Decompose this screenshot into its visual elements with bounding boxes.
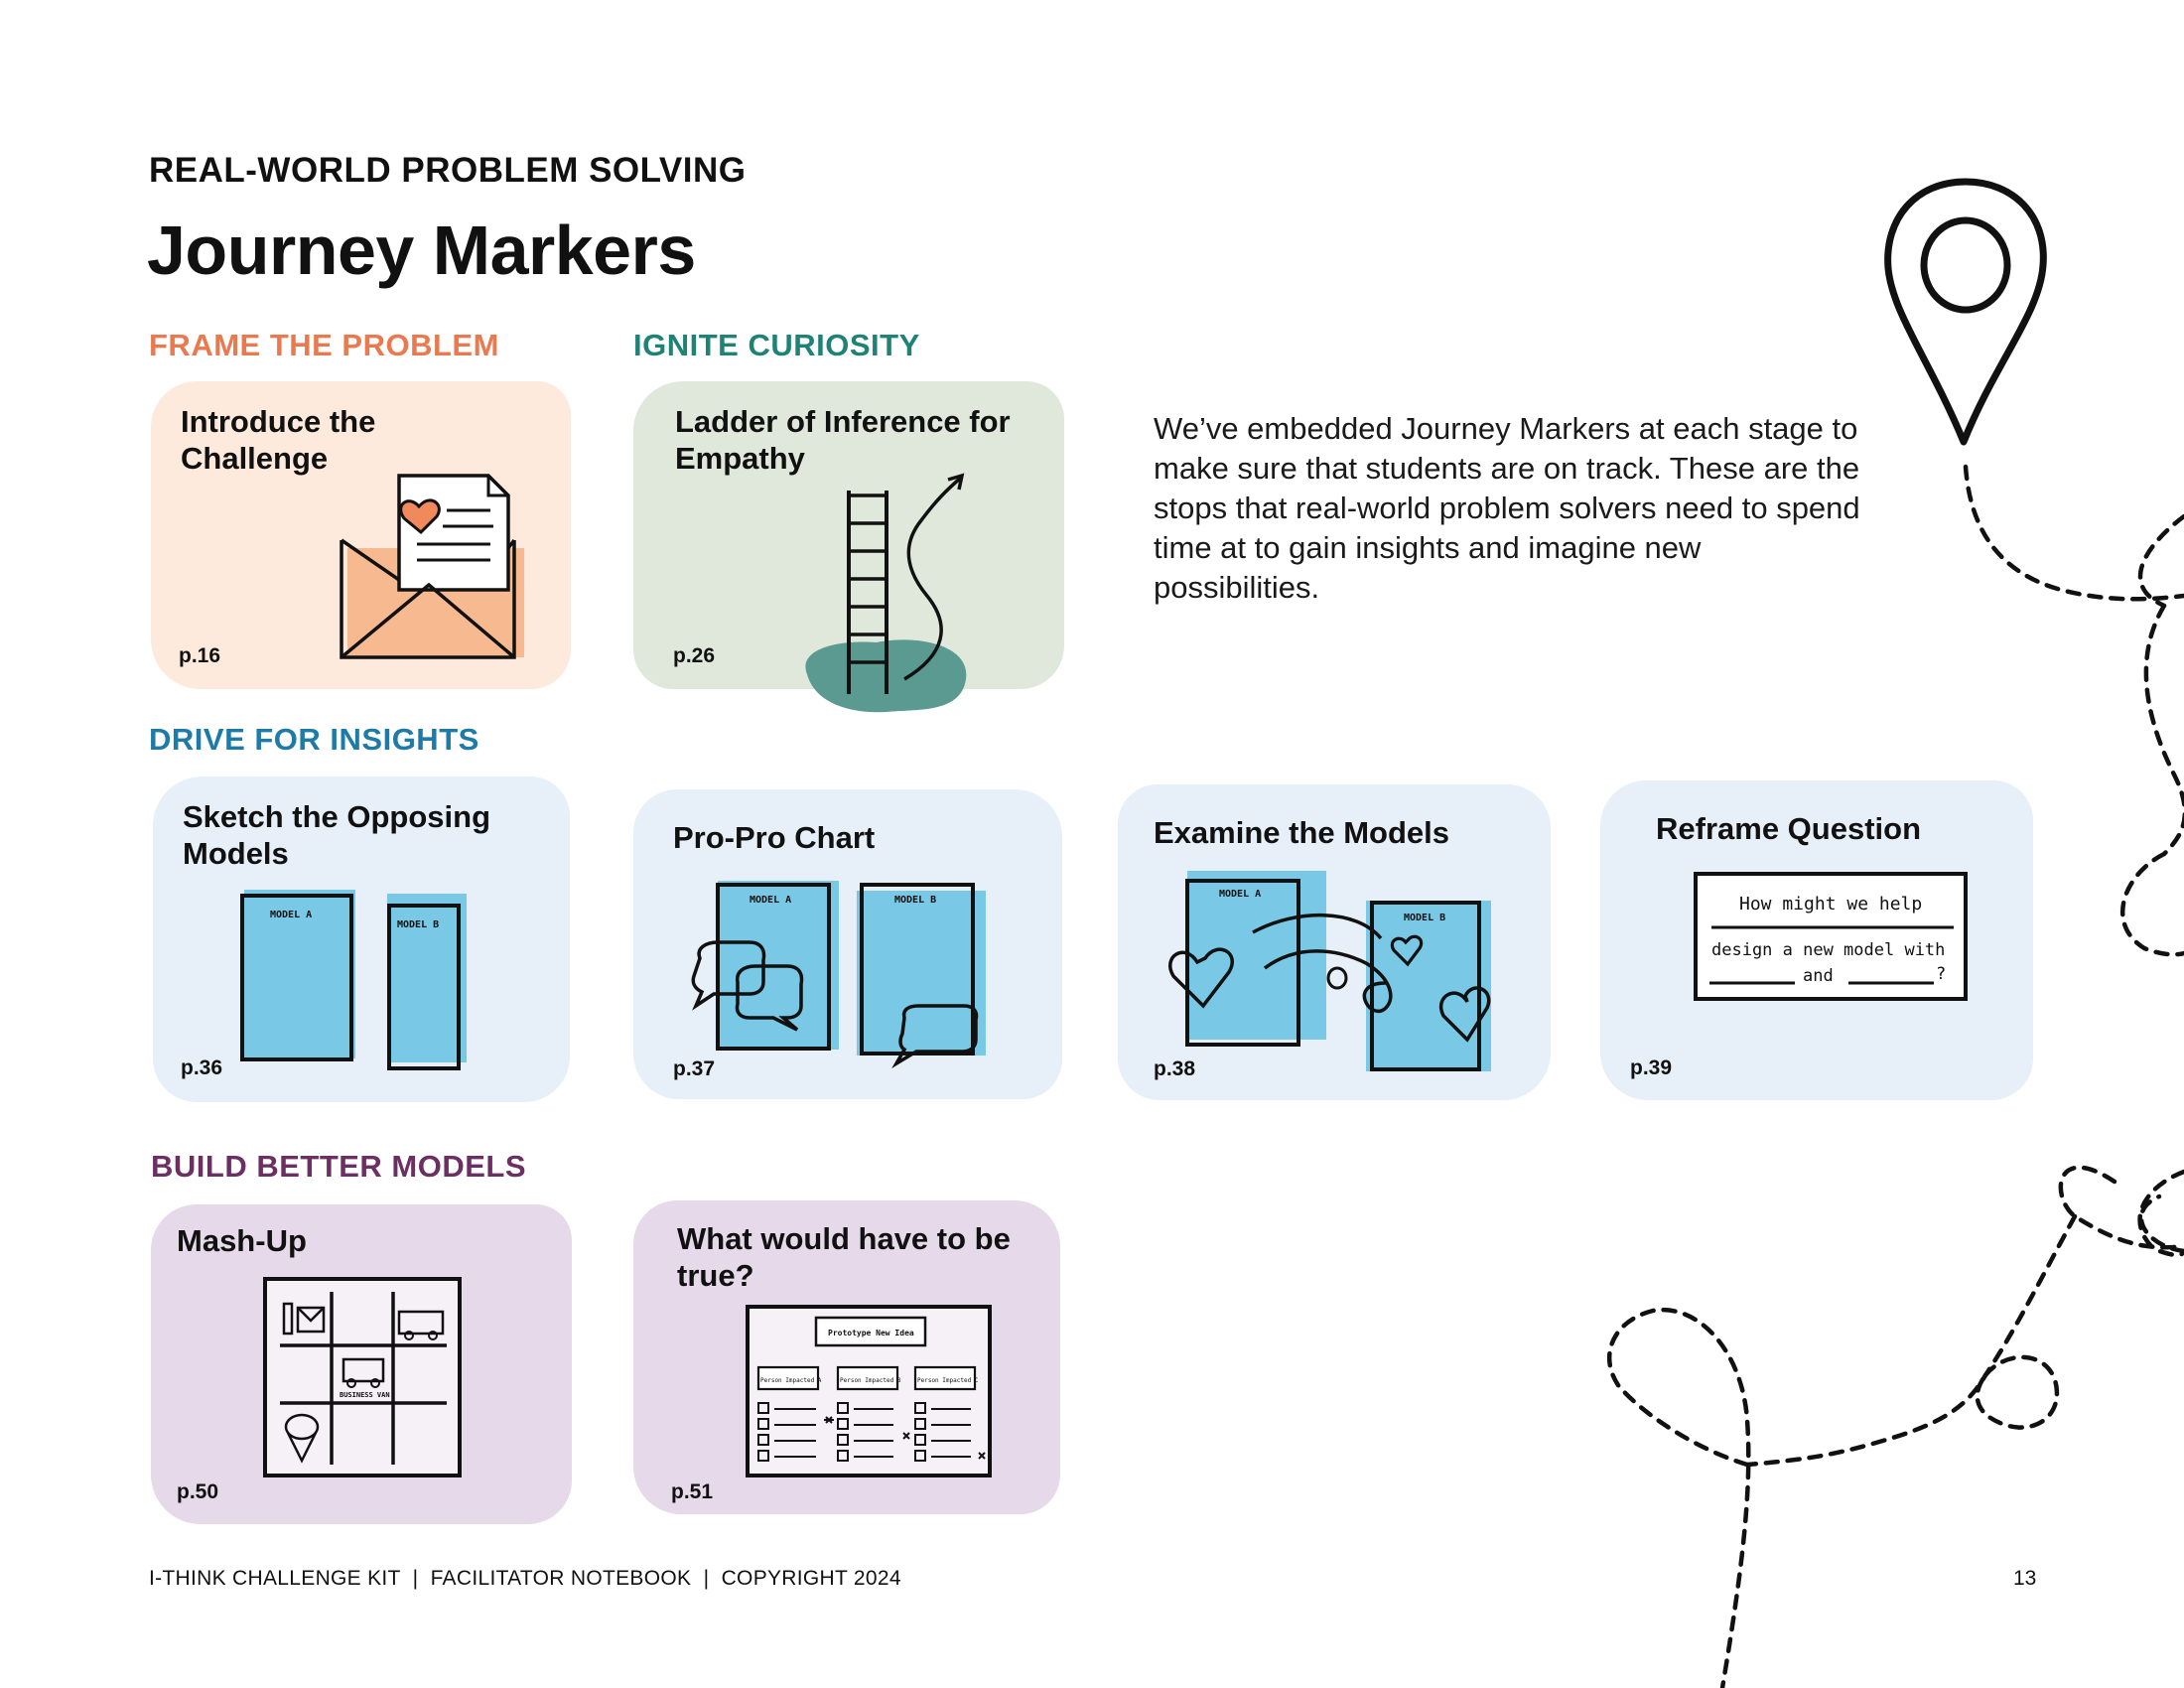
card-title: Introduce the Challenge [181,404,376,476]
card-reframe-question[interactable]: Reframe Question p.39 How might we help … [1600,780,2033,1100]
ladder-icon [805,473,967,713]
card-title: Mash-Up [177,1223,307,1258]
card-title: Pro-Pro Chart [673,820,876,855]
section-label-frame: FRAME THE PROBLEM [149,328,499,362]
card-what-would-have-to-be-true[interactable]: What would have to be true? p.51 Prototy… [633,1200,1060,1514]
card-pro-pro-chart[interactable]: Pro-Pro Chart p.37 MODEL A MODEL B [633,789,1062,1099]
dotted-path-decoration [1606,464,2184,1688]
card-examine-models[interactable]: Examine the Models p.38 MODEL A MODEL B [1118,784,1551,1100]
page-eyebrow: REAL-WORLD PROBLEM SOLVING [149,151,747,190]
model-b-label: MODEL B [1404,913,1445,923]
section-label-build: BUILD BETTER MODELS [151,1149,527,1184]
reframe-line-1: How might we help [1739,894,1922,914]
card-introduce-challenge[interactable]: Introduce the Challenge p.16 [151,381,571,689]
card-mash-up[interactable]: Mash-Up p.50 BUSINESS VAN [151,1204,572,1524]
models-hearts-icon: MODEL A MODEL B [1168,871,1491,1071]
page-reference: p.16 [179,644,221,667]
page-reference: p.39 [1630,1056,1673,1079]
two-models-icon: MODEL A MODEL B [240,890,467,1070]
question-frame-icon: How might we help design a new model wit… [1694,872,1968,1001]
business-van-label: BUSINESS VAN [340,1391,390,1399]
models-speech-bubbles-icon: MODEL A MODEL B [691,881,986,1068]
card-title: Examine the Models [1154,815,1450,850]
page-reference: p.36 [181,1056,223,1079]
person-b-label: Person Impacted B [840,1377,901,1384]
reframe-line-2: design a new model with [1711,940,1945,960]
mashup-grid-icon: BUSINESS VAN [263,1277,462,1477]
page-reference: p.26 [673,644,716,667]
reframe-question-mark: ? [1936,964,1946,984]
card-title: Ladder of Inference for Empathy [675,404,1011,476]
model-a-label: MODEL A [270,910,312,920]
card-title: Reframe Question [1656,811,1922,846]
page-reference: p.51 [671,1480,714,1503]
footer-text: I-THINK CHALLENGE KIT | FACILITATOR NOTE… [149,1567,901,1590]
model-b-label: MODEL B [397,919,439,930]
person-c-label: Person Impacted C [917,1377,979,1384]
reframe-and: and [1803,966,1834,986]
prototype-label: Prototype New Idea [828,1329,914,1337]
page-number: 13 [2013,1567,2037,1590]
section-label-ignite: IGNITE CURIOSITY [633,328,920,362]
location-pin-icon [1884,178,2047,446]
card-title: What would have to be true? [677,1221,1011,1293]
card-ladder-of-inference[interactable]: Ladder of Inference for Empathy p.26 [633,381,1064,713]
page-reference: p.38 [1154,1057,1196,1080]
page-reference: p.37 [673,1057,716,1080]
model-a-label: MODEL A [750,895,791,906]
envelope-heart-icon [340,474,524,659]
person-a-label: Person Impacted A [760,1377,822,1384]
page-title: Journey Markers [147,211,696,289]
card-sketch-opposing-models[interactable]: Sketch the Opposing Models p.36 MODEL A … [153,776,570,1102]
intro-paragraph: We’ve embedded Journey Markers at each s… [1154,411,1860,605]
model-a-label: MODEL A [1219,889,1261,900]
prototype-board-icon: Prototype New Idea Person Impacted A Per… [746,1305,992,1477]
card-title: Sketch the Opposing Models [183,799,491,871]
page-reference: p.50 [177,1480,219,1503]
section-label-drive: DRIVE FOR INSIGHTS [149,722,479,757]
model-b-label: MODEL B [894,895,936,906]
